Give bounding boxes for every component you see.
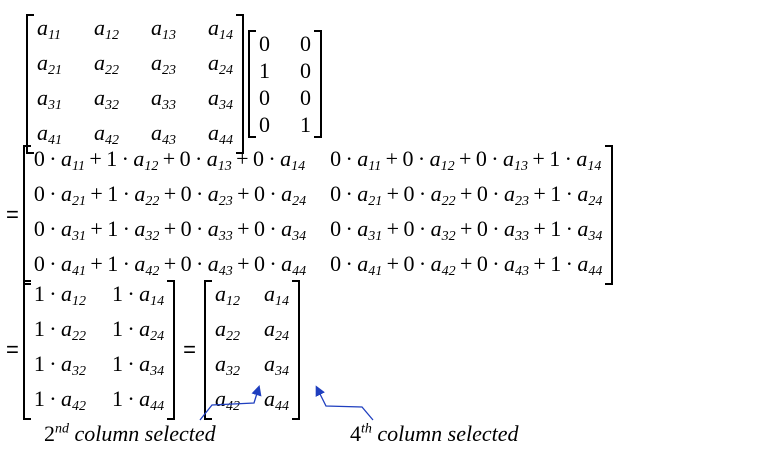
result-grid: a12 a14 a22 a24 a32 a34 a42 a44 — [212, 280, 292, 420]
product-cell-r2c1: 0 · a21 + 1 · a22 + 0 · a23 + 0 · a24 — [33, 181, 307, 209]
result-cell-r3c1: a32 — [215, 351, 240, 379]
result-matrix: a12 a14 a22 a24 a32 a34 a42 a44 — [204, 280, 300, 420]
annotation-suffix: nd — [55, 421, 69, 437]
selector-cell-r3c2: 0 — [300, 85, 311, 110]
result-cell-r1c2: a14 — [264, 281, 289, 309]
selector-cell-r4c2: 1 — [300, 112, 311, 137]
selector-cell-r4c1: 0 — [259, 112, 270, 137]
product-cell-r1c2: 0 · a11 + 0 · a12 + 0 · a13 + 1 · a14 — [330, 146, 602, 174]
result-cell-r1c1: a12 — [215, 281, 240, 309]
result-cell-r2c1: a22 — [215, 316, 240, 344]
matrix-a: a11 a12 a13 a14 a21 a22 a23 a24 a31 a32 a33 a34 a41 a… — [26, 14, 244, 154]
simplified-cell-r1c1: 1 · a12 — [33, 281, 86, 309]
simplified-matrix: 1 · a12 1 · a14 1 · a22 1 · a24 1 · a32 1 · a… — [22, 280, 176, 420]
product-cell-r1c1: 0 · a11 + 1 · a12 + 0 · a13 + 0 · a14 — [33, 146, 306, 174]
annotation-text: column selected — [371, 421, 519, 446]
matrix-a-grid: a11 a12 a13 a14 a21 a22 a23 a24 a31 a32 a33 a34 a41 a… — [34, 14, 236, 154]
annotation-number: 4 — [350, 421, 361, 446]
selector-cell-r1c1: 0 — [259, 31, 270, 56]
product-cell-r2c2: 0 · a21 + 0 · a22 + 0 · a23 + 1 · a24 — [330, 181, 603, 209]
right-bracket — [167, 280, 176, 420]
selector-cell-r3c1: 0 — [259, 85, 270, 110]
selector-cell-r2c2: 0 — [300, 58, 311, 83]
matrix_a-cell-r2c1: a21 — [37, 50, 62, 78]
matrix_a-cell-r1c3: a13 — [151, 15, 176, 43]
matrix_a-cell-r1c1: a11 — [37, 15, 61, 43]
right-bracket — [236, 14, 244, 154]
matrix_a-cell-r2c3: a23 — [151, 50, 176, 78]
matrix_a-cell-r1c4: a14 — [208, 15, 233, 43]
simplified-cell-r2c1: 1 · a22 — [33, 316, 86, 344]
simplified-cell-r3c1: 1 · a32 — [33, 351, 86, 379]
matrix_a-cell-r4c4: a44 — [208, 120, 233, 148]
matrix_a-cell-r3c1: a31 — [37, 85, 62, 113]
matrix_a-cell-r4c2: a42 — [94, 120, 119, 148]
result-cell-r4c1: a42 — [215, 386, 240, 414]
equals-sign: = — [6, 337, 19, 362]
annotation-fourth-column: 4th column selected — [350, 421, 519, 447]
left-bracket — [204, 280, 212, 420]
annotation-suffix: th — [361, 421, 372, 437]
product-cell-r4c1: 0 · a41 + 1 · a42 + 0 · a43 + 0 · a44 — [33, 251, 307, 279]
simplified-cell-r4c1: 1 · a42 — [33, 386, 86, 414]
matrix_a-cell-r3c4: a34 — [208, 85, 233, 113]
annotation-number: 2 — [44, 421, 55, 446]
matrix_a-cell-r3c3: a33 — [151, 85, 176, 113]
result-cell-r3c2: a34 — [264, 351, 289, 379]
simplified-cell-r1c2: 1 · a14 — [112, 281, 165, 309]
left-bracket — [22, 145, 31, 285]
product-cell-r3c2: 0 · a31 + 0 · a32 + 0 · a33 + 1 · a34 — [330, 216, 603, 244]
product-matrix: 0 · a11 + 1 · a12 + 0 · a13 + 0 · a14 0 ·… — [22, 145, 614, 285]
annotation-second-column: 2nd column selected — [44, 421, 216, 447]
product-cell-r4c2: 0 · a41 + 0 · a42 + 0 · a43 + 1 · a44 — [330, 251, 603, 279]
result-cell-r4c2: a44 — [264, 386, 289, 414]
simplified-cell-r4c2: 1 · a44 — [112, 386, 165, 414]
result-cell-r2c2: a24 — [264, 316, 289, 344]
left-bracket — [22, 280, 31, 420]
equals-sign: = — [6, 202, 19, 227]
selector-cell-r1c2: 0 — [300, 31, 311, 56]
right-bracket — [314, 30, 322, 138]
right-bracket — [605, 145, 614, 285]
simplified-grid: 1 · a12 1 · a14 1 · a22 1 · a24 1 · a32 1 · a… — [31, 280, 167, 420]
matrix_a-cell-r1c2: a12 — [94, 15, 119, 43]
annotation-text: column selected — [69, 421, 216, 446]
arrow-fourth-column — [315, 385, 374, 421]
row-matrix-product: a11 a12 a13 a14 a21 a22 a23 a24 a31 a32 a33 a34 a41 a… — [26, 14, 322, 154]
matrix_a-cell-r4c3: a43 — [151, 120, 176, 148]
product-grid: 0 · a11 + 1 · a12 + 0 · a13 + 0 · a14 0 ·… — [31, 145, 606, 285]
equals-sign: = — [183, 337, 196, 362]
matrix_a-cell-r2c2: a22 — [94, 50, 119, 78]
matrix_a-cell-r2c4: a24 — [208, 50, 233, 78]
selector-cell-r2c1: 1 — [259, 58, 270, 83]
simplified-cell-r2c2: 1 · a24 — [112, 316, 165, 344]
product-cell-r3c1: 0 · a31 + 1 · a32 + 0 · a33 + 0 · a34 — [33, 216, 307, 244]
matrix_a-cell-r3c2: a32 — [94, 85, 119, 113]
simplified-cell-r3c2: 1 · a34 — [112, 351, 165, 379]
matrix_a-cell-r4c1: a41 — [37, 120, 62, 148]
right-bracket — [292, 280, 300, 420]
left-bracket — [248, 30, 256, 138]
left-bracket — [26, 14, 34, 154]
